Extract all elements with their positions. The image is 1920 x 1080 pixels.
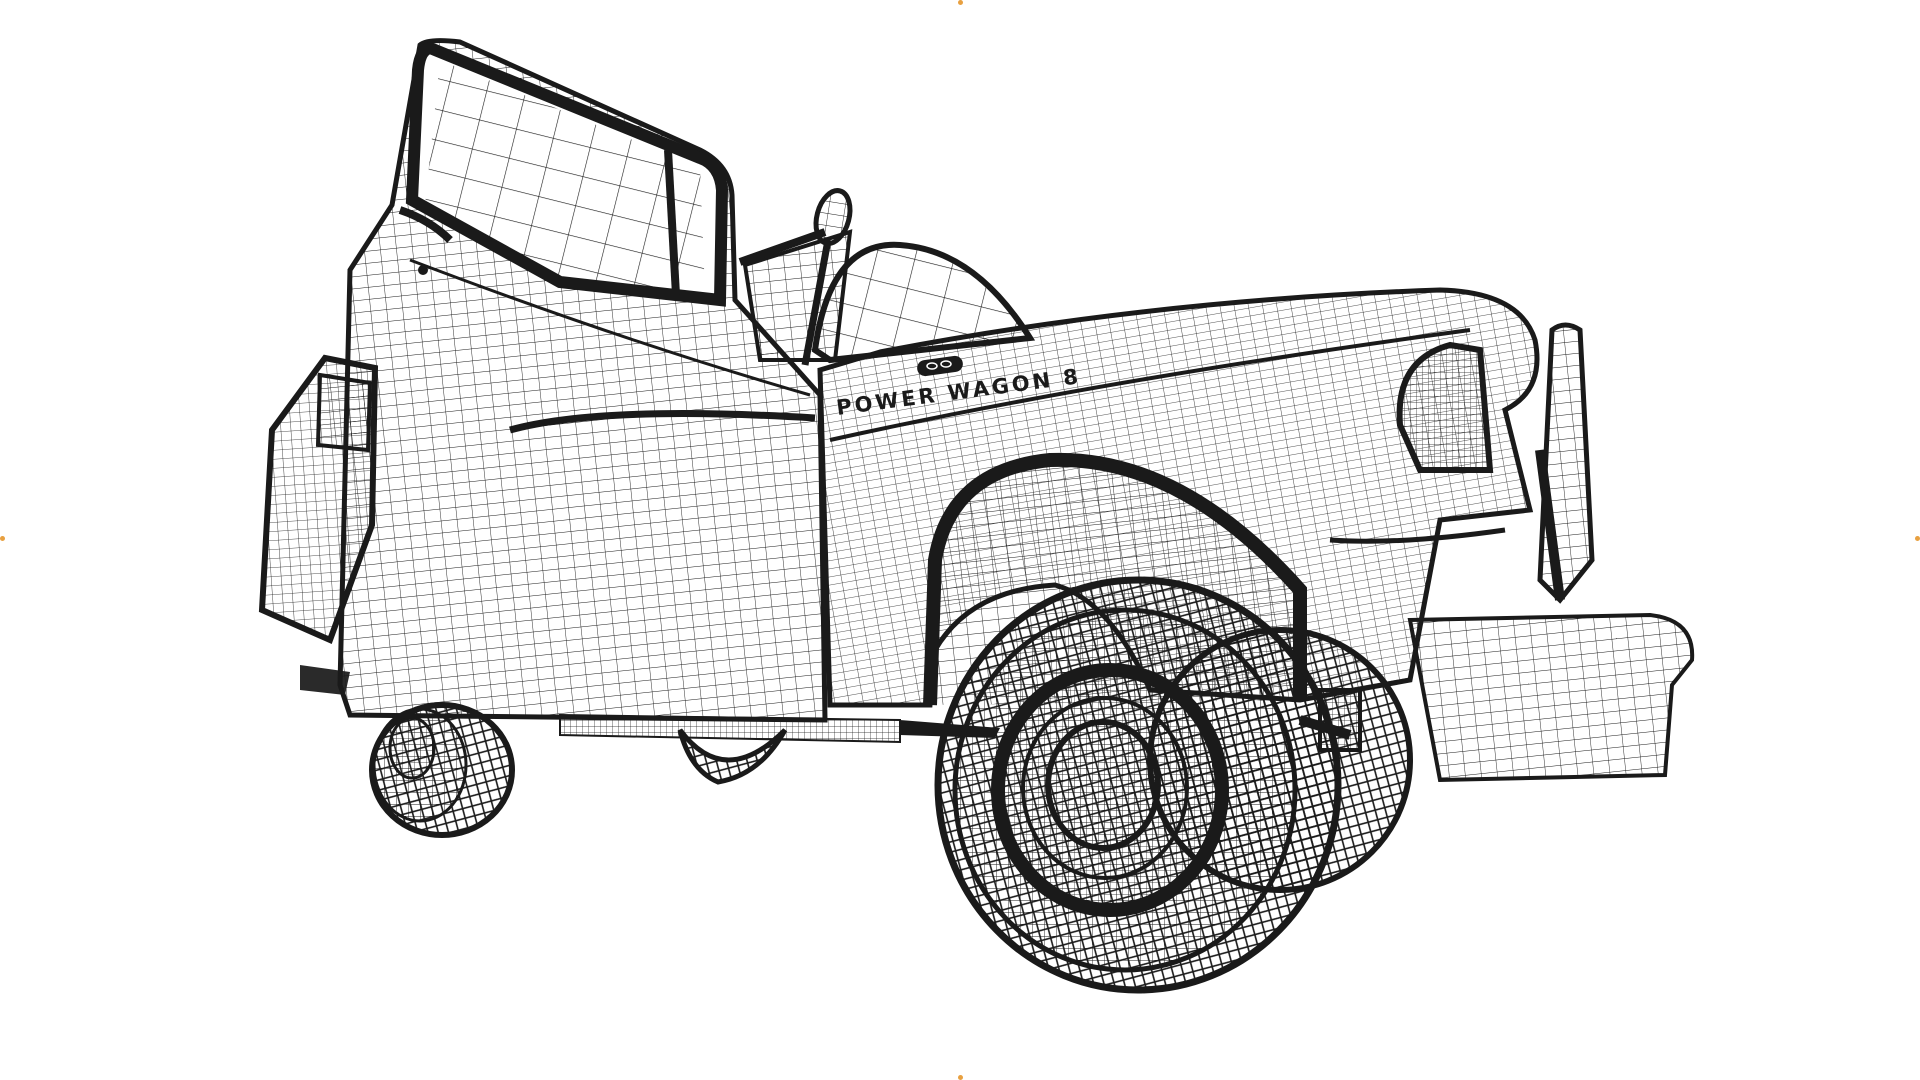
resize-handle-bottom[interactable] bbox=[958, 1075, 963, 1080]
hood-emblem bbox=[917, 355, 963, 377]
resize-handle-right[interactable] bbox=[1915, 536, 1920, 541]
front-bumper bbox=[1407, 612, 1695, 783]
front-winch bbox=[1535, 322, 1595, 604]
side-mirror bbox=[738, 188, 853, 366]
resize-handle-left[interactable] bbox=[0, 536, 5, 541]
rear-wheel-right bbox=[677, 728, 788, 785]
front-axle bbox=[1298, 688, 1362, 752]
front-wheel bbox=[934, 576, 1413, 994]
cab-door bbox=[337, 38, 828, 723]
cab-windshield bbox=[742, 229, 1036, 364]
resize-handle-top[interactable] bbox=[958, 0, 963, 5]
rear-wheel-left bbox=[369, 702, 515, 838]
